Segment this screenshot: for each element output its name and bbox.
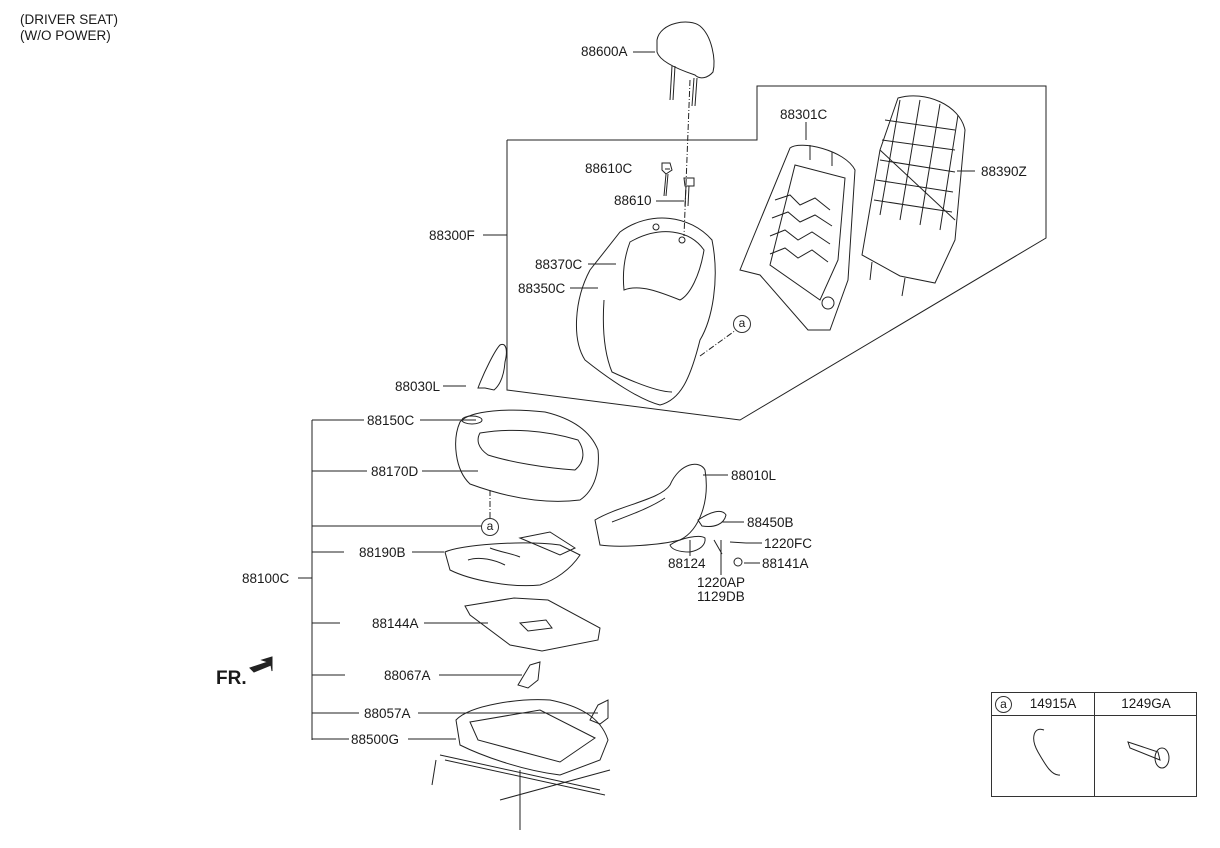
legend-divider-v bbox=[1094, 693, 1095, 796]
label-88350C[interactable]: 88350C bbox=[518, 281, 566, 296]
label-88300F[interactable]: 88300F bbox=[429, 228, 475, 243]
headrest-shape bbox=[656, 21, 715, 107]
back-cover-shape bbox=[576, 217, 716, 406]
label-88124[interactable]: 88124 bbox=[668, 556, 706, 571]
label-88610C[interactable]: 88610C bbox=[585, 161, 633, 176]
shield-shape bbox=[594, 463, 707, 547]
label-88500G[interactable]: 88500G bbox=[351, 732, 400, 747]
label-88144A[interactable]: 88144A bbox=[372, 616, 419, 631]
back-frame-shape bbox=[739, 144, 856, 331]
side-cover-shape bbox=[477, 343, 507, 391]
label-88450B[interactable]: 88450B bbox=[747, 515, 794, 530]
screw-fc-shape bbox=[729, 541, 747, 544]
legend-header-1: a 14915A bbox=[992, 693, 1095, 715]
cap-shape bbox=[733, 557, 743, 567]
legend-part-1249GA[interactable]: 1249GA bbox=[1121, 696, 1171, 711]
label-88057A[interactable]: 88057A bbox=[364, 706, 411, 721]
legend-table: a 14915A 1249GA bbox=[991, 692, 1197, 797]
legend-callout-a: a bbox=[995, 695, 1012, 713]
callout-a-back: a bbox=[733, 315, 751, 333]
screw-ap-shape bbox=[713, 539, 723, 555]
lever-shape bbox=[669, 535, 706, 553]
front-direction-label: FR. bbox=[216, 668, 247, 689]
legend-part-14915A[interactable]: 14915A bbox=[1029, 696, 1077, 711]
cushion-pad-shape bbox=[444, 531, 581, 587]
guide-shapes bbox=[661, 162, 695, 207]
back-assy-frame-line bbox=[506, 85, 1047, 421]
note-driver-seat: (DRIVER SEAT) bbox=[20, 12, 119, 27]
label-1129DB[interactable]: 1129DB bbox=[697, 589, 745, 604]
label-88100C[interactable]: 88100C bbox=[242, 571, 290, 586]
label-88301C[interactable]: 88301C bbox=[780, 107, 828, 122]
bracket-a-shape bbox=[517, 661, 541, 689]
front-direction-arrow-icon bbox=[249, 656, 273, 673]
label-1220AP[interactable]: 1220AP bbox=[697, 575, 746, 590]
label-88141A[interactable]: 88141A bbox=[762, 556, 809, 571]
label-88010L[interactable]: 88010L bbox=[731, 468, 777, 483]
label-1220FC[interactable]: 1220FC bbox=[764, 536, 813, 551]
cushion-sheet-shape bbox=[464, 597, 601, 652]
label-88030L[interactable]: 88030L bbox=[395, 379, 441, 394]
cushion-cover-shape bbox=[455, 409, 599, 502]
label-88067A[interactable]: 88067A bbox=[384, 668, 431, 683]
label-88190B[interactable]: 88190B bbox=[359, 545, 406, 560]
screw-1249GA-shape bbox=[1127, 741, 1170, 769]
callout-a-cushion: a bbox=[481, 518, 499, 536]
label-88610[interactable]: 88610 bbox=[614, 193, 652, 208]
track-assy-shape bbox=[431, 699, 611, 830]
label-88370C[interactable]: 88370C bbox=[535, 257, 583, 272]
knob-shape bbox=[697, 510, 727, 527]
clip-14915A-shape bbox=[1033, 728, 1061, 776]
bracket-b-shape bbox=[589, 699, 609, 725]
label-88170D[interactable]: 88170D bbox=[371, 464, 419, 479]
label-88390Z[interactable]: 88390Z bbox=[981, 164, 1027, 179]
back-board-shape bbox=[861, 95, 966, 297]
label-88600A[interactable]: 88600A bbox=[581, 44, 628, 59]
note-wo-power: (W/O POWER) bbox=[20, 28, 111, 43]
label-88150C[interactable]: 88150C bbox=[367, 413, 415, 428]
